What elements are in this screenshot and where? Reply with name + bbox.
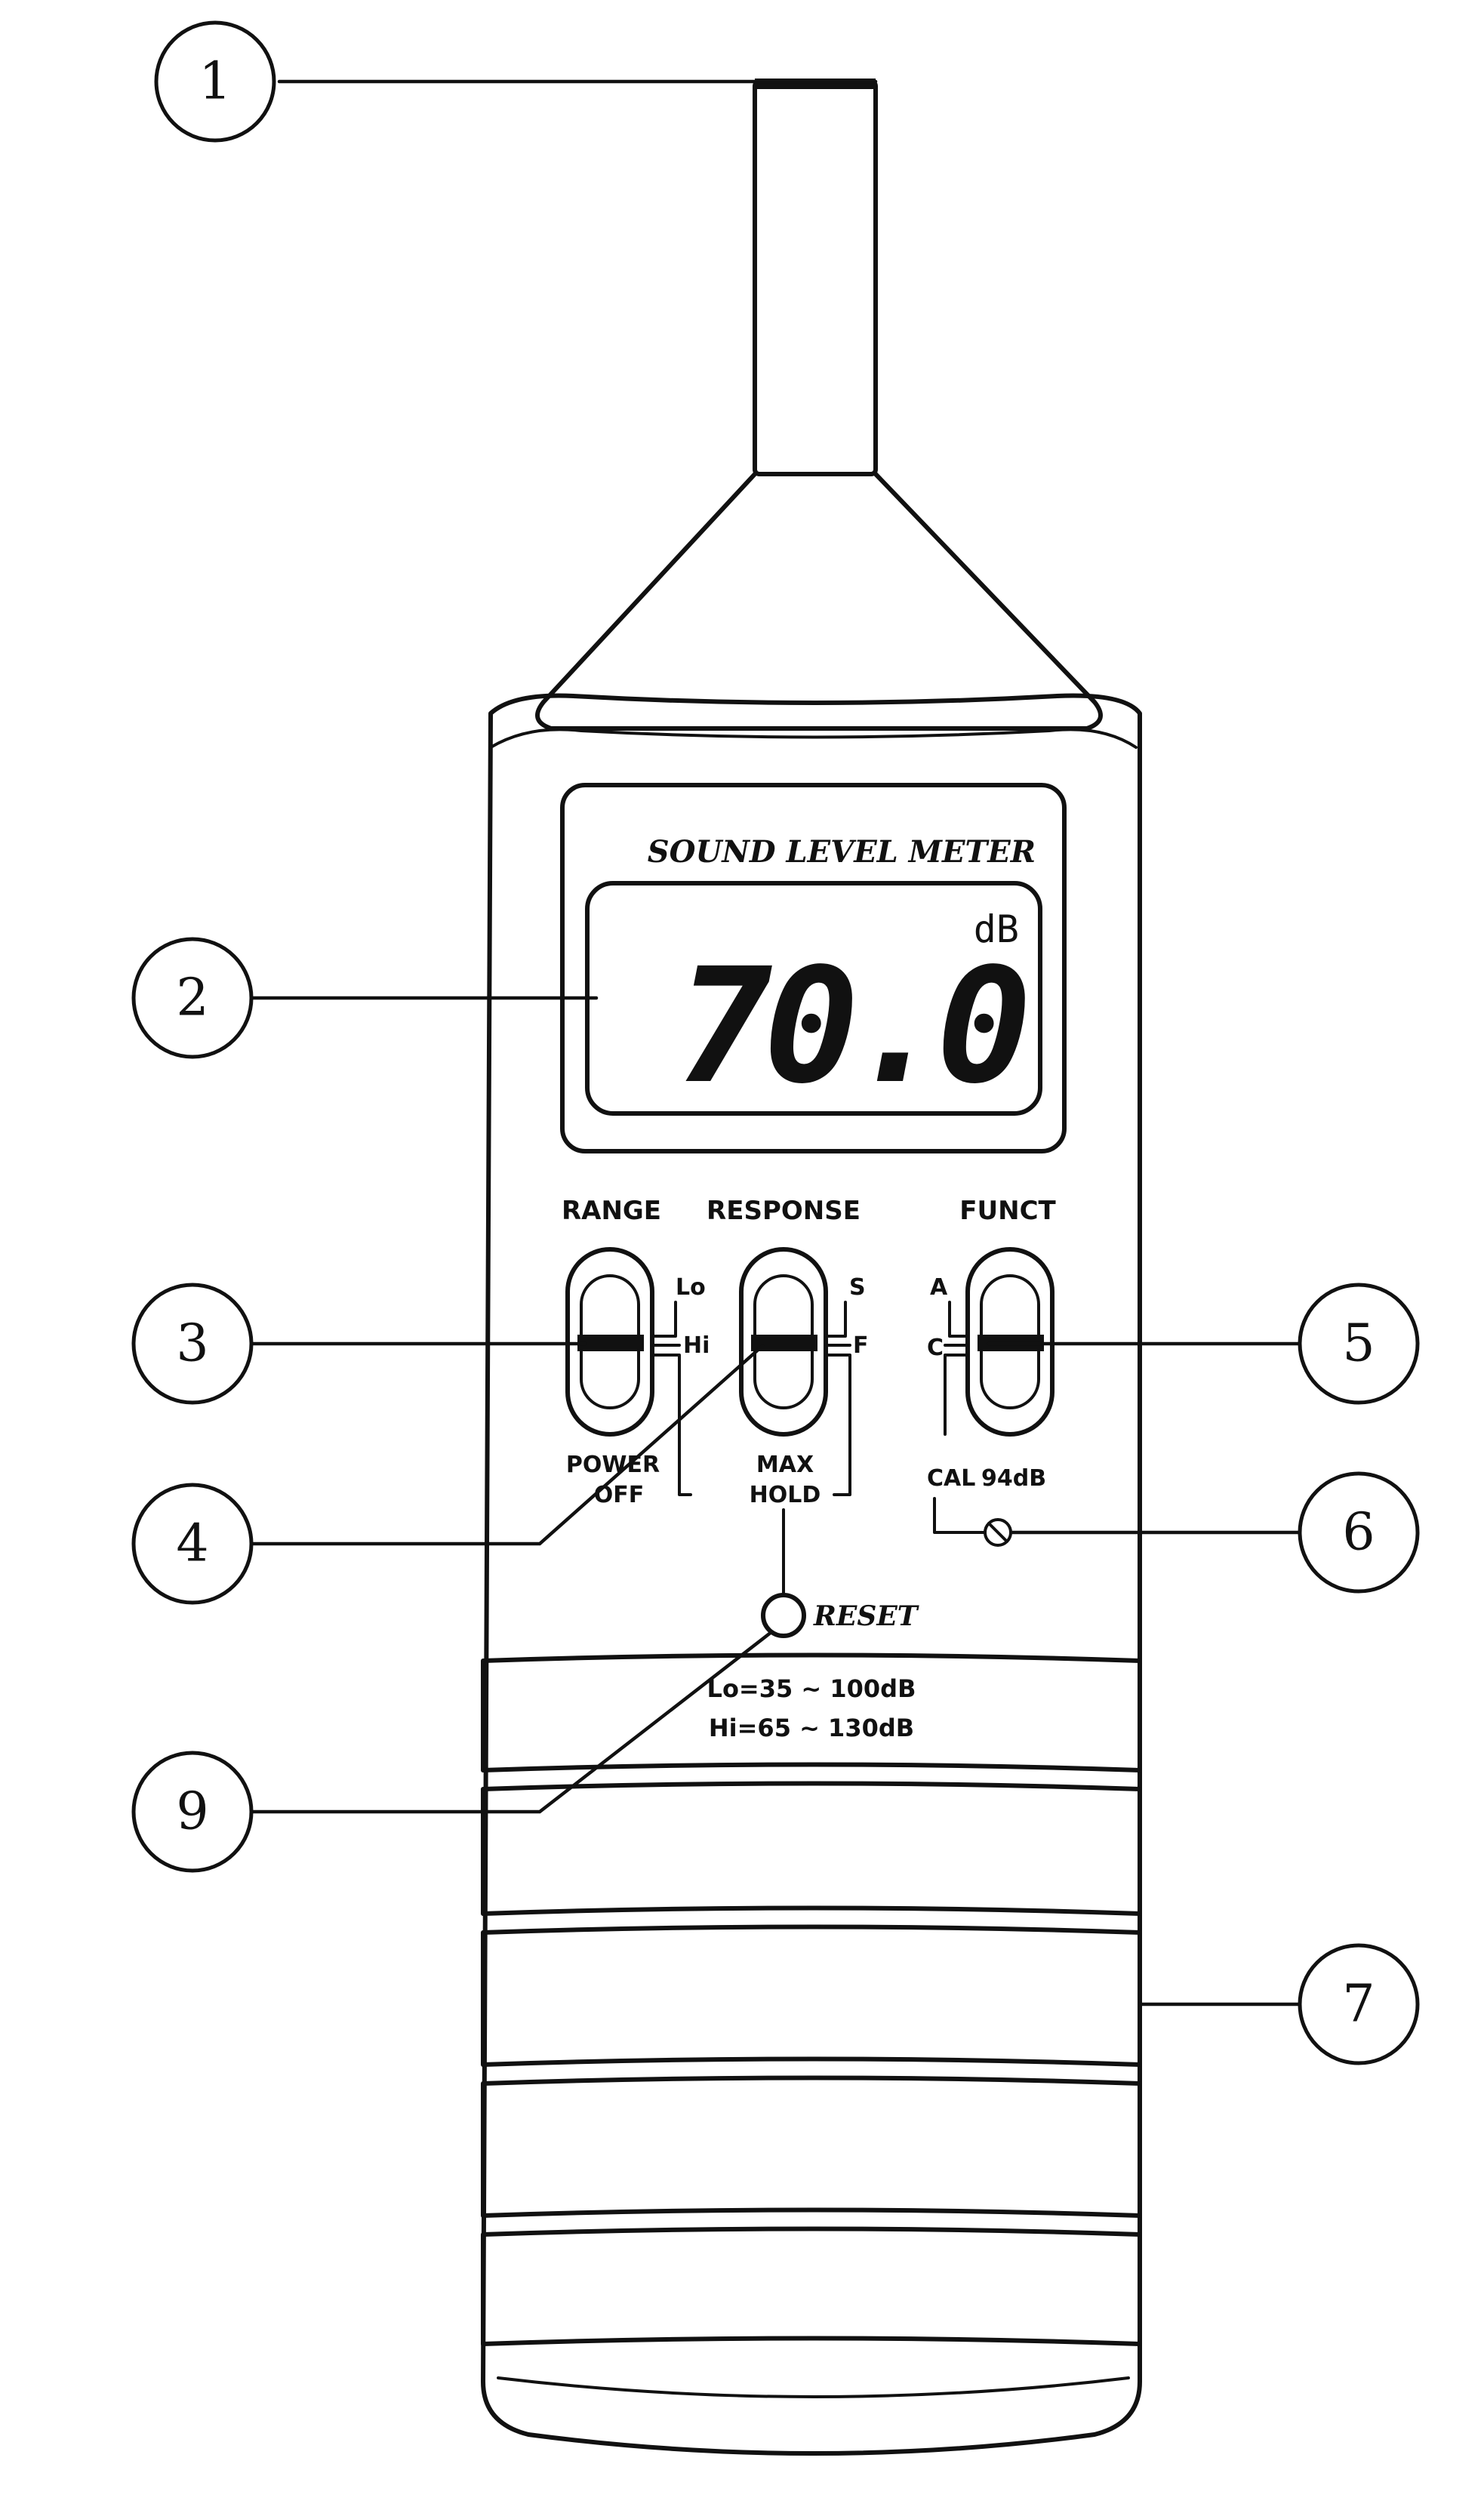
grip-band-3 <box>481 1924 1142 2067</box>
grip-band-2 <box>481 1781 1142 1916</box>
hold-label: HOLD <box>750 1482 821 1508</box>
range-switch[interactable] <box>565 1247 654 1437</box>
callout-9-lead <box>251 1630 774 1814</box>
range-spec-lo: Lo=35 ~ 100dB <box>707 1674 916 1703</box>
callout-3-number: 3 <box>176 1314 208 1374</box>
display-value: 70.0 <box>677 934 1025 1119</box>
grip-band-4 <box>481 2075 1142 2218</box>
range-lo: Lo <box>676 1274 706 1301</box>
display-unit: dB <box>974 907 1019 951</box>
microphone <box>753 79 878 476</box>
range-spec-hi: Hi=65 ~ 130dB <box>709 1714 914 1742</box>
brand-label: SOUND LEVEL METER <box>648 834 1036 870</box>
callout-1-number: 1 <box>199 52 231 112</box>
cal-value: 94dB <box>981 1465 1046 1492</box>
callout-6-number: 6 <box>1342 1503 1375 1563</box>
cal-screw-icon[interactable] <box>984 1518 1012 1547</box>
power-label: POWER <box>566 1452 660 1478</box>
callout-4-number: 4 <box>176 1514 208 1574</box>
range-hi: Hi <box>683 1332 710 1359</box>
range-switch-wiring <box>651 1301 692 1496</box>
funct-switch-wiring <box>944 1301 969 1436</box>
cal-screw-lead <box>933 1497 987 1534</box>
grip-band-1 <box>481 1652 1142 1772</box>
response-switch[interactable] <box>739 1247 828 1437</box>
callout-9-number: 9 <box>176 1782 208 1842</box>
response-fast: F <box>853 1332 869 1359</box>
response-slow: S <box>849 1274 866 1301</box>
max-label: MAX <box>756 1452 814 1478</box>
funct-switch[interactable] <box>965 1247 1055 1437</box>
callout-3-circle <box>131 1283 254 1405</box>
cal-label: CAL <box>927 1465 975 1492</box>
reset-button[interactable] <box>761 1593 806 1638</box>
grip-band-5 <box>481 2226 1142 2346</box>
response-switch-wiring <box>824 1301 851 1496</box>
range-label: RANGE <box>562 1196 661 1226</box>
funct-label: FUNCT <box>959 1196 1056 1226</box>
callout-7-circle <box>1298 1943 1420 2065</box>
reset-label: RESET <box>813 1600 919 1632</box>
funct-c-weighting: C <box>927 1335 944 1361</box>
callout-2-number: 2 <box>176 969 208 1028</box>
microphone-neck <box>535 472 1103 731</box>
callout-4-lead <box>251 1344 765 1546</box>
callout-5-circle <box>1298 1283 1420 1405</box>
meter-body <box>481 693 1142 2456</box>
callout-6-circle <box>1298 1471 1420 1594</box>
callout-5-number: 5 <box>1342 1314 1375 1374</box>
funct-a-weighting: A <box>930 1274 948 1301</box>
off-label: OFF <box>594 1482 645 1508</box>
callout-7-number: 7 <box>1342 1975 1375 2034</box>
callout-4-circle <box>131 1483 254 1605</box>
response-label: RESPONSE <box>707 1196 861 1226</box>
callout-1-circle <box>154 20 276 143</box>
callout-2-circle <box>131 937 254 1059</box>
callout-9-circle <box>131 1751 254 1873</box>
